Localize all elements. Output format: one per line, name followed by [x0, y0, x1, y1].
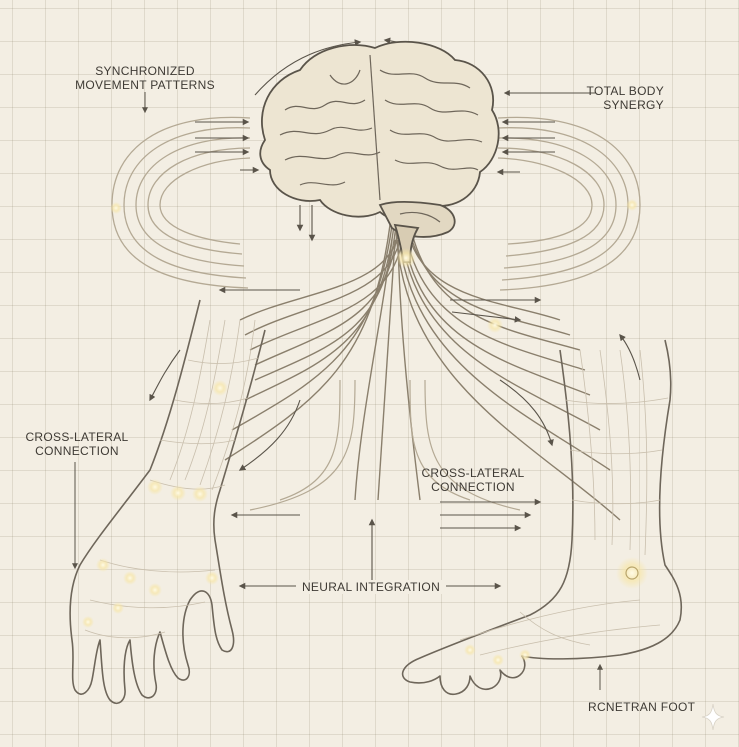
label-total-body-synergy: TOTAL BODY SYNERGY — [560, 84, 664, 112]
label-total-body-line1: TOTAL BODY — [586, 84, 664, 98]
label-neural-integration: NEURAL INTEGRATION — [296, 580, 446, 594]
flow-arrows — [149, 205, 641, 590]
label-synchronized-movement: SYNCHRONIZED MOVEMENT PATTERNS — [66, 64, 224, 92]
leg-mesh — [459, 349, 669, 656]
nerve-bundle — [224, 224, 621, 521]
feedback-loop-right — [497, 116, 641, 291]
label-total-body-line2: SYNERGY — [603, 98, 664, 112]
label-synchronized-line2: MOVEMENT PATTERNS — [75, 78, 215, 92]
label-foot: RCNETRAN FOOT — [588, 700, 696, 714]
nerve-glow-nodes — [82, 199, 648, 666]
label-cross-lateral-center: CROSS-LATERAL CONNECTION — [414, 466, 532, 494]
label-cross-lateral-center-line2: CONNECTION — [431, 480, 515, 494]
label-cross-lateral-center-line1: CROSS-LATERAL — [421, 466, 525, 480]
arm-mesh — [84, 319, 259, 639]
brain-illustration — [259, 40, 500, 263]
sparkle-icon — [701, 703, 725, 731]
arm-hand-illustration — [69, 299, 266, 705]
brain-gyri — [279, 54, 483, 223]
label-cross-lateral-left-line1: CROSS-LATERAL — [25, 430, 129, 444]
label-leaders — [72, 90, 603, 690]
label-synchronized-line1: SYNCHRONIZED — [95, 64, 195, 78]
feedback-loop-left — [111, 116, 251, 289]
label-cross-lateral-left: CROSS-LATERAL CONNECTION — [24, 430, 130, 458]
leg-foot-illustration — [401, 339, 683, 696]
label-cross-lateral-left-line2: CONNECTION — [35, 444, 119, 458]
